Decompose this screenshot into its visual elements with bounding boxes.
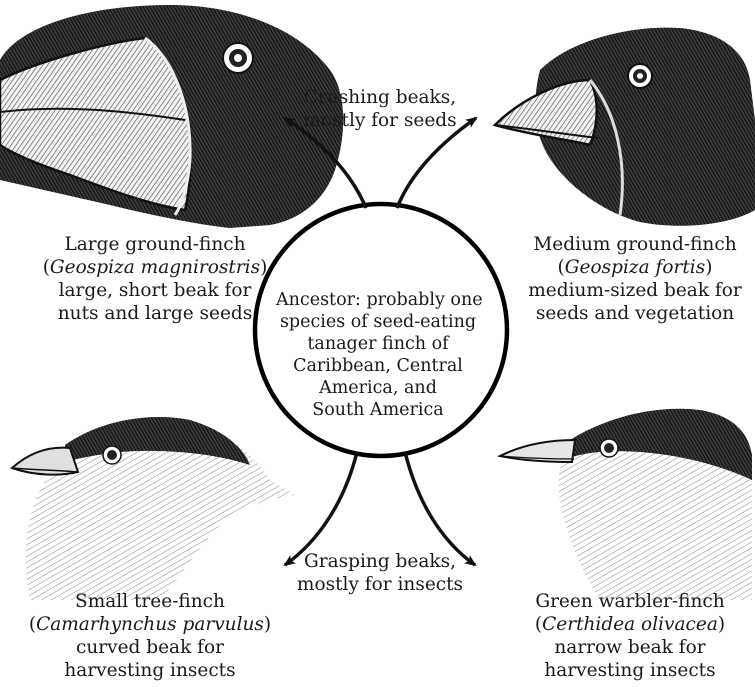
description-line: curved beak for — [20, 636, 280, 659]
ancestor-line: species of seed-eating — [276, 311, 480, 333]
scientific-name-line: (Certhidea olivacea) — [505, 613, 755, 636]
description-line: large, short beak for — [30, 279, 280, 302]
scientific-name-line: (Geospiza magnirostris) — [30, 256, 280, 279]
ancestor-description: Ancestor: probably one species of seed-e… — [276, 289, 480, 421]
common-name: Medium ground-finch — [510, 233, 755, 256]
ancestor-line: Ancestor: probably one — [276, 289, 480, 311]
description-line: harvesting insects — [20, 659, 280, 682]
arrow-to-small-tree-finch — [285, 452, 357, 565]
ancestor-line: South America — [276, 399, 480, 421]
description-line: medium-sized beak for — [510, 279, 755, 302]
ancestor-line: tanager finch of — [276, 333, 480, 355]
scientific-name: Certhidea olivacea — [542, 614, 718, 635]
common-name: Large ground-finch — [30, 233, 280, 256]
common-name: Green warbler-finch — [505, 590, 755, 613]
medium-ground-finch-caption: Medium ground-finch (Geospiza fortis) me… — [510, 233, 755, 325]
small-tree-finch-illustration — [12, 417, 295, 600]
crushing-beaks-label: Crushing beaks, mostly for seeds — [290, 86, 470, 132]
common-name: Small tree-finch — [20, 590, 280, 613]
paren-close: ) — [264, 614, 271, 635]
scientific-name: Geospiza fortis — [565, 257, 705, 278]
paren-close: ) — [705, 257, 712, 278]
ancestor-line: Caribbean, Central — [276, 355, 480, 377]
scientific-name: Geospiza magnirostris — [50, 257, 260, 278]
paren-open: ( — [29, 614, 36, 635]
label-line: mostly for insects — [282, 573, 478, 596]
scientific-name-line: (Camarhynchus parvulus) — [20, 613, 280, 636]
paren-close: ) — [260, 257, 267, 278]
label-line: mostly for seeds — [290, 109, 470, 132]
paren-open: ( — [558, 257, 565, 278]
grasping-beaks-label: Grasping beaks, mostly for insects — [282, 550, 478, 596]
description-line: narrow beak for — [505, 636, 755, 659]
label-line: Grasping beaks, — [282, 550, 478, 573]
scientific-name-line: (Geospiza fortis) — [510, 256, 755, 279]
description-line: harvesting insects — [505, 659, 755, 682]
green-warbler-finch-illustration — [500, 409, 752, 600]
large-ground-finch-caption: Large ground-finch (Geospiza magnirostri… — [30, 233, 280, 325]
ancestor-line: America, and — [276, 377, 480, 399]
scientific-name: Camarhynchus parvulus — [36, 614, 264, 635]
arrow-to-green-warbler-finch — [405, 452, 475, 565]
paren-open: ( — [43, 257, 50, 278]
small-tree-finch-caption: Small tree-finch (Camarhynchus parvulus)… — [20, 590, 280, 682]
description-line: nuts and large seeds — [30, 302, 280, 325]
description-line: seeds and vegetation — [510, 302, 755, 325]
paren-close: ) — [718, 614, 725, 635]
green-warbler-finch-caption: Green warbler-finch (Certhidea olivacea)… — [505, 590, 755, 682]
label-line: Crushing beaks, — [290, 86, 470, 109]
medium-ground-finch-illustration — [495, 28, 755, 226]
